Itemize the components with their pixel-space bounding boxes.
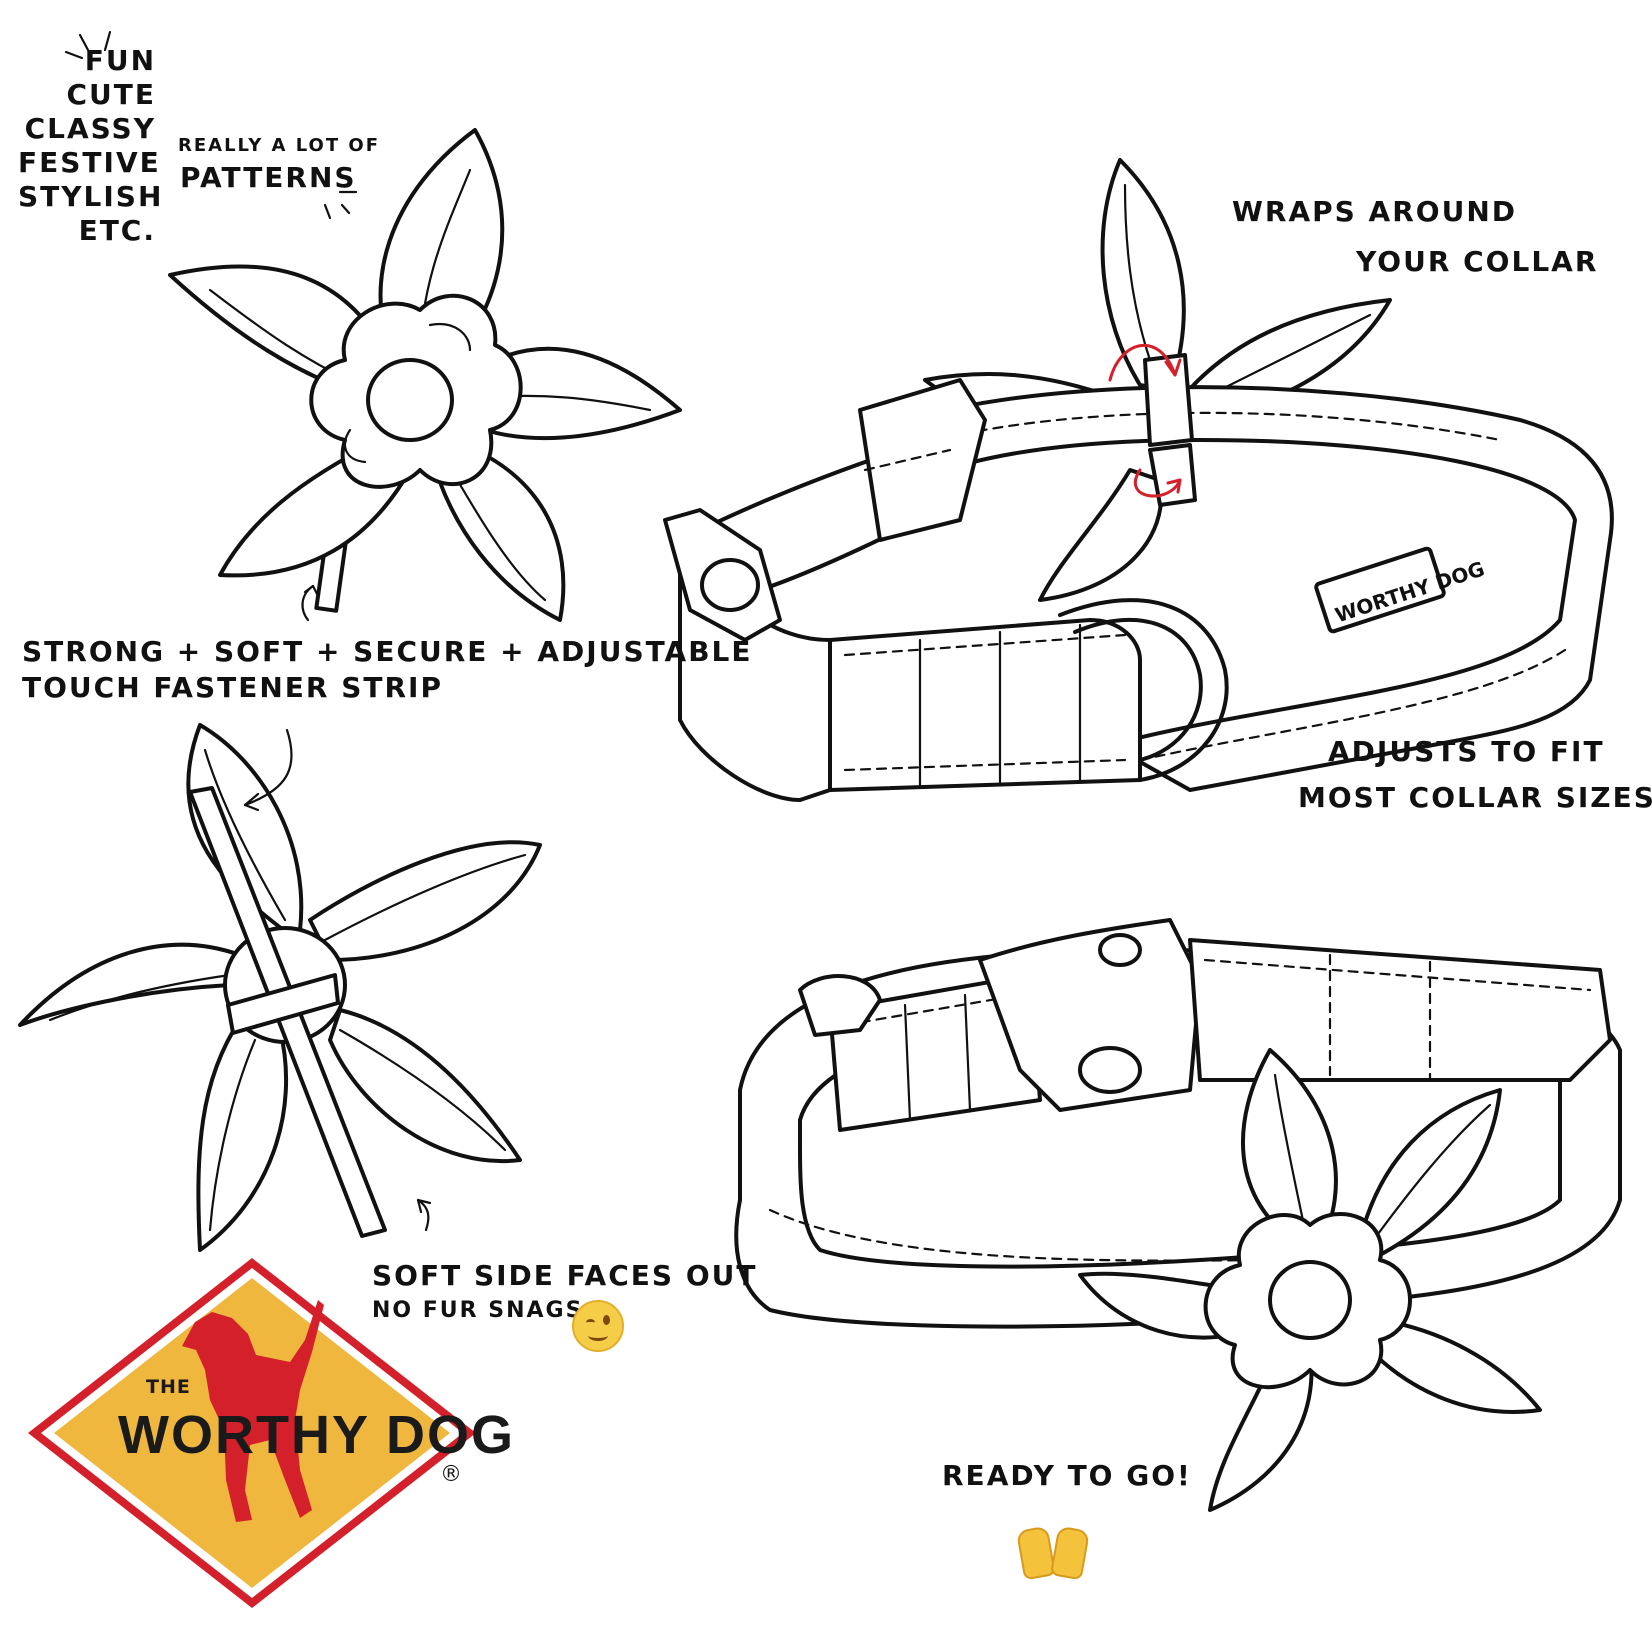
worthy-dog-logo	[28, 1258, 476, 1608]
logo-the-text: THE	[146, 1376, 191, 1398]
collar-top-illustration: WORTHY DOG	[663, 158, 1614, 802]
logo-registered-mark: ®	[440, 1462, 462, 1487]
soft-note-line1: SOFT SIDE FACES OUT	[372, 1259, 758, 1292]
strip-note-line1: STRONG + SOFT + SECURE + ADJUSTABLE	[22, 635, 753, 668]
logo-brand-text: WORTHY DOG	[118, 1405, 515, 1465]
flower-front-illustration	[168, 128, 682, 622]
list-item: ETC.	[78, 214, 156, 247]
flower-back-illustration	[18, 723, 542, 1252]
raising-hands-icon	[1012, 1508, 1092, 1581]
patterns-big-text: PATTERNS	[180, 161, 357, 194]
list-item: FUN	[84, 44, 156, 77]
ready-note-text: READY TO GO!	[942, 1459, 1192, 1492]
wraps-note-line1: WRAPS AROUND	[1232, 195, 1517, 228]
adjust-note-line1: ADJUSTS TO FIT	[1328, 735, 1605, 768]
winking-face-icon	[572, 1300, 624, 1352]
wraps-note-line2: YOUR COLLAR	[1356, 245, 1599, 278]
list-item: FESTIVE	[18, 146, 161, 179]
pointer-arrows	[64, 30, 432, 1232]
list-item: CUTE	[66, 78, 156, 111]
list-item: CLASSY	[24, 112, 156, 145]
strip-note-line2: TOUCH FASTENER STRIP	[22, 671, 443, 704]
patterns-small-text: REALLY A LOT OF	[178, 135, 380, 156]
adjust-note-line2: MOST COLLAR SIZES	[1298, 781, 1652, 814]
collar-bottom-illustration	[734, 918, 1622, 1512]
left-feature-list: FUN CUTE CLASSY FESTIVE STYLISH ETC.	[18, 44, 164, 248]
soft-note-line2: NO FUR SNAGS	[372, 1298, 584, 1323]
list-item: STYLISH	[18, 180, 164, 213]
dog-silhouette-icon	[182, 1300, 324, 1522]
